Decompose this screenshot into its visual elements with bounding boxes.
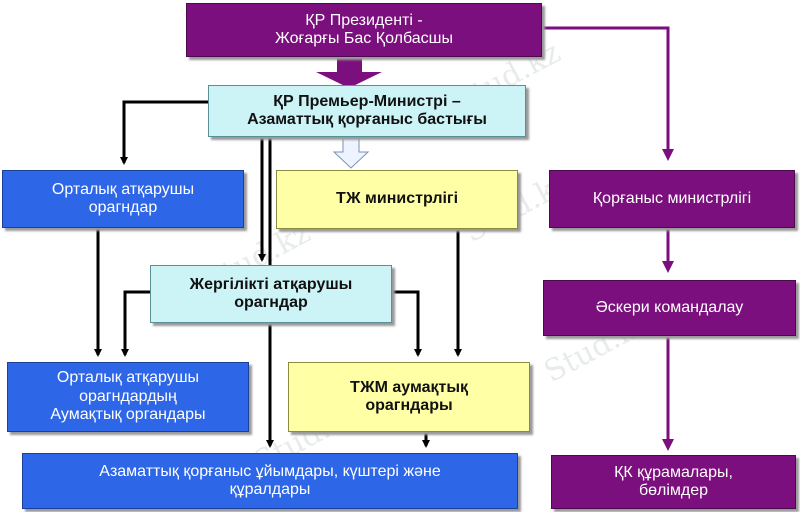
- central-exec-label: Орталық атқарушы орагндар: [51, 180, 195, 216]
- defense-ministry-label: Қорғаныс министрлігі: [592, 189, 752, 207]
- local-to-emergency-regional-connector: [392, 290, 422, 357]
- defense-ministry-box: Қорғаныс министрлігі: [549, 170, 795, 228]
- president-label: ҚР Президенті - Жоғарғы Бас Қолбасшы: [275, 11, 453, 47]
- premier-to-emergency-arrow: [332, 136, 370, 169]
- armed-forces-box: ҚК құрамалары, бөлімдер: [551, 455, 796, 509]
- president-to-premier-arrow: [316, 58, 382, 88]
- president-to-defense-connector: [540, 26, 674, 161]
- central-regional-label: Орталық атқарушы орагндардың Аумақтық ор…: [50, 369, 206, 424]
- civil-defense-box: Азаматтық қорғаныс ұйымдары, күштері жән…: [22, 453, 518, 509]
- local-exec-box: Жергілікті атқарушы орагндар: [150, 265, 392, 323]
- central-exec-box: Орталық атқарушы орагндар: [2, 170, 244, 228]
- emergency-regional-label: ТЖМ аумақтық орагндары: [349, 378, 469, 414]
- civil-defense-label: Азаматтық қорғаныс ұйымдары, күштері жән…: [99, 462, 441, 498]
- central-regional-box: Орталық атқарушы орагндардың Аумақтық ор…: [7, 362, 249, 432]
- premier-label: ҚР Премьер-Министрі – Азаматтық қорғаныс…: [247, 92, 487, 128]
- armed-forces-label: ҚК құрамалары, бөлімдер: [614, 463, 733, 499]
- military-command-box: Әскери командалау: [543, 280, 796, 336]
- emergency-regional-box: ТЖМ аумақтық орагндары: [288, 362, 530, 432]
- local-exec-label: Жергілікті атқарушы орагндар: [189, 275, 353, 311]
- emergency-ministry-box: ТЖ министрлігі: [276, 170, 518, 229]
- president-box: ҚР Президенті - Жоғарғы Бас Қолбасшы: [186, 3, 542, 57]
- local-to-central-regional-connector: [121, 290, 150, 357]
- premier-box: ҚР Премьер-Министрі – Азаматтық қорғаныс…: [208, 85, 526, 137]
- military-command-label: Әскери командалау: [595, 298, 744, 316]
- premier-to-central-connector: [120, 100, 208, 165]
- emergency-ministry-label: ТЖ министрлігі: [335, 190, 459, 208]
